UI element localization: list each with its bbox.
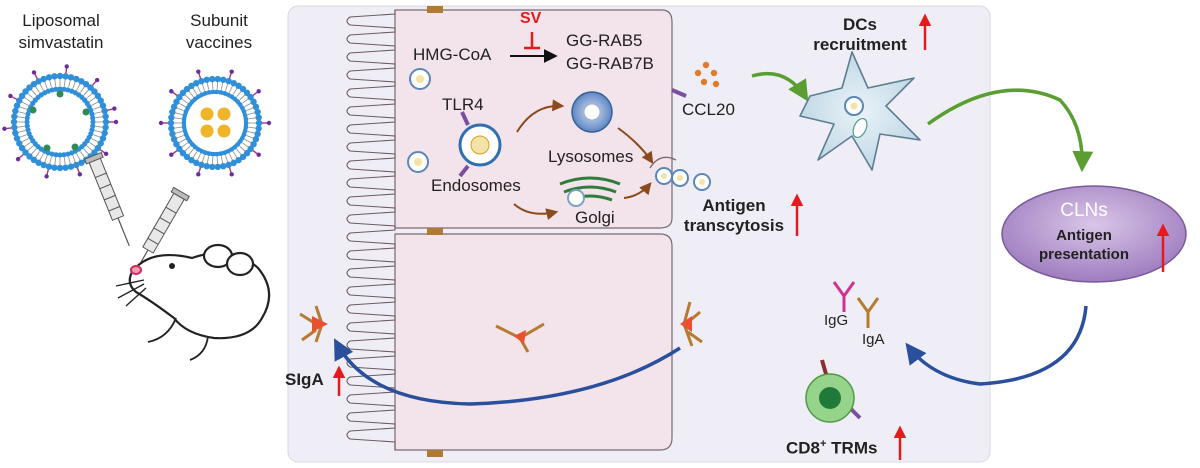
iga-label: IgA xyxy=(862,331,885,348)
ccl20-chemokine xyxy=(694,61,720,88)
ccl20-to-dc-arrow xyxy=(751,71,809,102)
tlr4-label: TLR4 xyxy=(442,95,484,114)
cln-to-antibody-arrow xyxy=(905,305,1088,386)
igg-icon xyxy=(832,281,856,312)
cd8-superscript: + xyxy=(820,438,827,450)
dcs-line2: recruitment xyxy=(813,35,907,54)
trms-suffix: TRMs xyxy=(826,438,878,458)
dcs-recruitment-label: DCs recruitment xyxy=(804,15,916,55)
cd8-trm-cell-icon xyxy=(805,359,862,423)
hmg-coa-label: HMG-CoA xyxy=(413,45,492,64)
cd8-prefix: CD8 xyxy=(786,438,821,458)
antigen-transcytosis-line2: transcytosis xyxy=(683,216,785,235)
antigen-presentation-line1: Antigen xyxy=(1056,227,1112,244)
tight-junction-middle xyxy=(427,228,443,235)
ccl20-label: CCL20 xyxy=(682,100,735,119)
endosomes-label: Endosomes xyxy=(431,176,521,195)
cln-node xyxy=(1001,185,1187,283)
dendritic-cell-icon xyxy=(799,51,921,171)
antibody-intracellular-icon xyxy=(495,322,545,353)
endosome xyxy=(458,111,502,178)
lysosome-to-exit-arrow xyxy=(617,127,654,164)
antigen-transcytosis-line1: Antigen xyxy=(702,196,766,215)
apical-vesicle-bottom xyxy=(407,151,429,173)
liposomal-label-line2: simvastatin xyxy=(18,33,104,52)
antigen-transcytosis-label: Antigen transcytosis xyxy=(678,196,790,236)
antibody-siga-lumen-icon xyxy=(299,305,328,343)
subunit-label-line1: Subunit xyxy=(190,11,248,30)
endosome-to-lysosome-arrow xyxy=(516,99,565,133)
dcs-line1: DCs xyxy=(842,15,877,34)
golgi-label: Golgi xyxy=(575,208,615,227)
antigen-presentation-label: Antigen presentation xyxy=(1018,226,1150,264)
liposome-subunit-vaccine xyxy=(158,69,272,177)
antibody-basolateral-icon xyxy=(680,301,703,347)
liposome-simvastatin xyxy=(2,64,119,179)
sv-label: SV xyxy=(520,10,542,27)
liposomal-label-line1: Liposomal xyxy=(22,11,100,30)
endosome-to-golgi-arrow xyxy=(513,203,559,221)
ccl20-receptor xyxy=(671,88,687,98)
apical-vesicle-top xyxy=(409,68,431,90)
iga-icon xyxy=(856,297,880,328)
tight-junction-bottom xyxy=(427,450,443,457)
clns-label: CLNs xyxy=(1060,200,1108,221)
gg-rab7b-label: GG-RAB7B xyxy=(566,54,654,73)
cd8-trms-label: CD8+ TRMs xyxy=(786,438,877,459)
tight-junction-top xyxy=(427,6,443,13)
mouse-icon xyxy=(115,243,271,361)
siga-label: SIgA xyxy=(285,370,324,389)
dc-to-cln-arrow xyxy=(926,88,1094,173)
liposomal-simvastatin-label: Liposomal simvastatin xyxy=(3,10,119,54)
lysosome xyxy=(571,91,613,133)
gg-rab5-label: GG-RAB5 xyxy=(566,31,643,50)
subunit-label-line2: vaccines xyxy=(185,33,253,52)
microvilli-border xyxy=(346,10,396,450)
syringe-left-icon xyxy=(83,151,130,247)
transcytosis-arrow xyxy=(334,338,681,406)
basolateral-vesicle-group xyxy=(649,156,711,191)
antigen-presentation-line2: presentation xyxy=(1038,246,1129,263)
lysosomes-label: Lysosomes xyxy=(548,147,634,166)
sv-inhibition-icon xyxy=(524,32,540,50)
igg-label: IgG xyxy=(824,312,849,329)
golgi-to-exit-arrow xyxy=(623,182,652,199)
subunit-vaccines-label: Subunit vaccines xyxy=(165,10,273,54)
golgi-vesicle xyxy=(567,189,585,207)
lower-epithelial-cell xyxy=(394,233,673,451)
syringe-right-icon xyxy=(133,186,190,275)
